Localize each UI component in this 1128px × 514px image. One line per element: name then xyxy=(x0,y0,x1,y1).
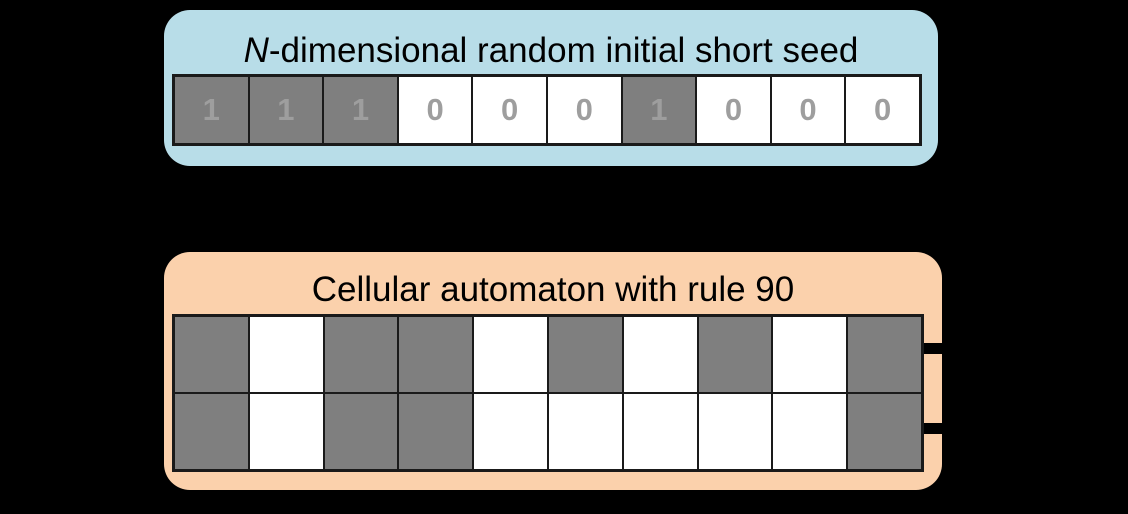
automaton-cell-row-1 xyxy=(175,394,921,469)
seed-cell-7[interactable]: 0 xyxy=(697,77,770,143)
automaton-cell-r0-c-7[interactable] xyxy=(698,317,772,392)
panel-edge-notch-lower xyxy=(924,423,944,434)
seed-cell-4[interactable]: 0 xyxy=(473,77,546,143)
automaton-cell-r1-c-7[interactable] xyxy=(698,394,772,469)
seed-panel: N-dimensional random initial short seed … xyxy=(164,10,938,166)
automaton-cell-r0-c-9[interactable] xyxy=(848,317,921,392)
seed-panel-title: N-dimensional random initial short seed xyxy=(164,33,938,68)
automaton-cell-r1-c-5[interactable] xyxy=(548,394,622,469)
seed-cell-3[interactable]: 0 xyxy=(398,77,472,143)
seed-cell-2[interactable]: 1 xyxy=(324,77,397,143)
automaton-panel: Cellular automaton with rule 90 xyxy=(164,252,942,490)
seed-cell-0[interactable]: 1 xyxy=(175,77,248,143)
automaton-cell-r1-c-3[interactable] xyxy=(399,394,473,469)
seed-cell-8[interactable]: 0 xyxy=(771,77,845,143)
automaton-cell-r1-c-4[interactable] xyxy=(474,394,547,469)
seed-cell-1[interactable]: 1 xyxy=(249,77,323,143)
seed-title-emphasis: N xyxy=(243,31,269,70)
seed-cell-6[interactable]: 1 xyxy=(622,77,696,143)
seed-title-rest: -dimensional random initial short seed xyxy=(268,31,859,70)
automaton-cell-r0-c-1[interactable] xyxy=(249,317,323,392)
automaton-cell-row-0 xyxy=(175,317,921,392)
automaton-cell-r0-c-5[interactable] xyxy=(548,317,622,392)
panel-edge-notch-upper xyxy=(924,343,944,354)
automaton-cell-grid xyxy=(172,314,924,472)
automaton-cell-r1-c-2[interactable] xyxy=(324,394,398,469)
automaton-cell-r1-c-8[interactable] xyxy=(773,394,847,469)
automaton-cell-r0-c-8[interactable] xyxy=(773,317,847,392)
automaton-cell-r0-c-2[interactable] xyxy=(324,317,398,392)
automaton-cell-r0-c-6[interactable] xyxy=(623,317,697,392)
automaton-cell-r0-c-3[interactable] xyxy=(399,317,473,392)
automaton-cell-r1-c-6[interactable] xyxy=(623,394,697,469)
automaton-panel-title: Cellular automaton with rule 90 xyxy=(311,270,795,309)
automaton-cell-r1-c-9[interactable] xyxy=(848,394,921,469)
automaton-cell-r1-c-1[interactable] xyxy=(249,394,323,469)
seed-cell-9[interactable]: 0 xyxy=(846,77,919,143)
seed-cell-5[interactable]: 0 xyxy=(547,77,621,143)
automaton-cell-r0-c-0[interactable] xyxy=(175,317,248,392)
automaton-cell-r0-c-4[interactable] xyxy=(474,317,547,392)
automaton-cell-r1-c-0[interactable] xyxy=(175,394,248,469)
